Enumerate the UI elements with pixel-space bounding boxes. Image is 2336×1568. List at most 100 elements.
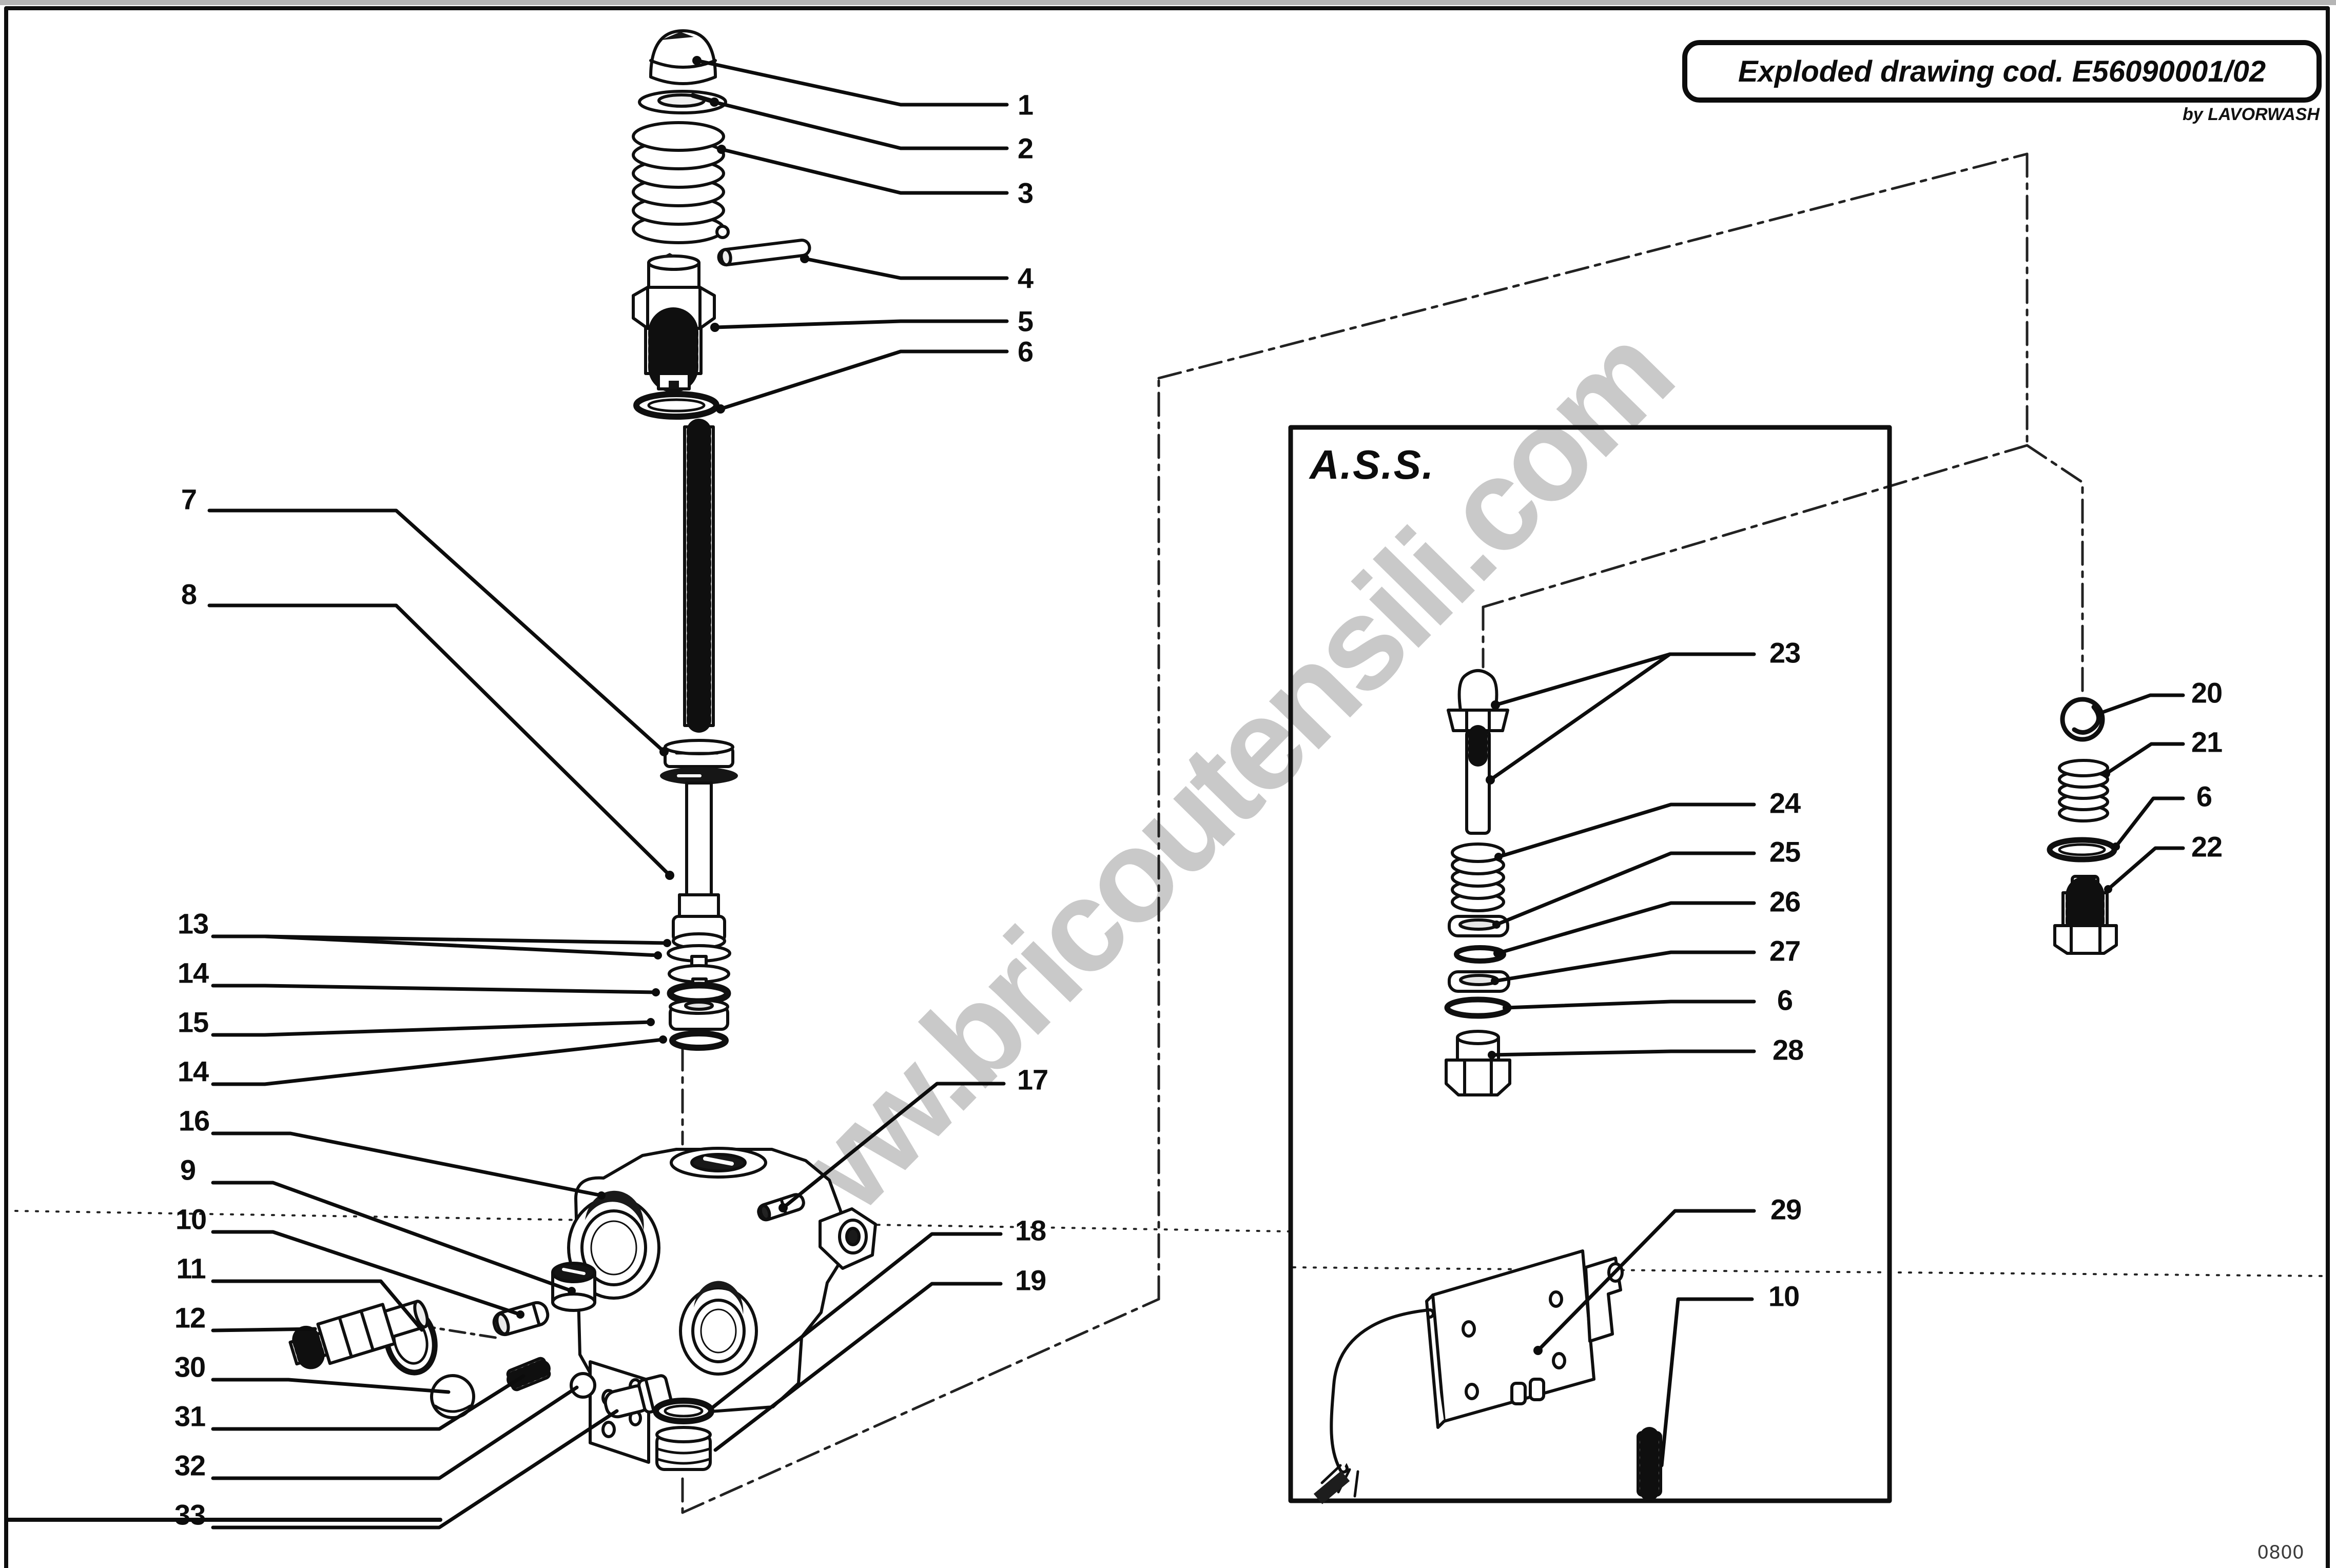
- spring-part-3: [632, 121, 730, 244]
- leader-2: [712, 100, 1009, 150]
- pressure-switch-part-29: [1313, 1249, 1624, 1504]
- callout-2: 2: [1017, 132, 1034, 165]
- cap-plug-part-9: [551, 1262, 596, 1312]
- leader-32: [211, 1385, 579, 1480]
- callout-26: 26: [1769, 885, 1801, 918]
- callout-23: 23: [1769, 636, 1801, 669]
- callout-24: 24: [1769, 787, 1801, 819]
- leader-23b: [1488, 652, 1672, 782]
- o-ring-part-18: [653, 1398, 714, 1424]
- leader-22: [2106, 846, 2185, 891]
- leader-lines: [207, 56, 2185, 1530]
- callout-16: 16: [178, 1104, 210, 1137]
- o-ring-part-6: [633, 391, 719, 420]
- scan-edge-strip: [0, 0, 2336, 5]
- callout-17: 17: [1017, 1063, 1048, 1096]
- leader-14b: [211, 1037, 665, 1086]
- callout-8: 8: [181, 578, 197, 611]
- leader-3: [719, 147, 1009, 195]
- leader-11: [211, 1279, 424, 1332]
- callout-20: 20: [2191, 676, 2223, 709]
- dashdot-to-inset-box: [1482, 444, 2029, 609]
- leader-15: [211, 1020, 653, 1037]
- washer-part-2: [638, 90, 727, 114]
- inset-box-border: [1288, 425, 1892, 1503]
- dashdot-diagonal-top: [1157, 152, 2029, 380]
- o-ring-part-6-inset: [1444, 996, 1512, 1019]
- leader-14a: [211, 984, 658, 994]
- callout-7: 7: [181, 483, 197, 516]
- callout-5: 5: [1017, 305, 1034, 338]
- drawing-title: Exploded drawing cod. E56090001/02: [1738, 54, 2266, 88]
- leader-6b: [1505, 999, 1756, 1010]
- leader-7: [207, 508, 666, 754]
- bypass-plug-part-10: [492, 1301, 550, 1337]
- o-ring-part-6-right: [2047, 837, 2117, 863]
- stud-part-31: [506, 1357, 551, 1391]
- callout-13: 13: [177, 907, 209, 940]
- brand-byline: by LAVORWASH: [2183, 105, 2320, 124]
- callout-32: 32: [174, 1449, 206, 1482]
- bonnet-part-5: [632, 253, 716, 396]
- bolt-part-23: [1447, 669, 1509, 835]
- dashdot-fitting-axis: [387, 1319, 500, 1340]
- washer-part-25: [1448, 915, 1509, 937]
- nut-plug-part-28: [1445, 1030, 1511, 1096]
- callout-6-right: 6: [2196, 780, 2212, 813]
- leader-10: [211, 1230, 522, 1317]
- grooved-ring-part-19: [655, 1426, 712, 1471]
- callout-1: 1: [1017, 88, 1034, 121]
- callout-10: 10: [175, 1203, 207, 1236]
- leader-33: [211, 1409, 619, 1530]
- callout-11: 11: [176, 1252, 206, 1285]
- o-ring-part-26: [1454, 945, 1506, 964]
- callout-21: 21: [2191, 726, 2223, 758]
- leader-1: [695, 58, 1009, 107]
- leader-27: [1493, 950, 1756, 983]
- callout-22: 22: [2191, 830, 2223, 863]
- centerline-dotted-right: [1292, 1266, 2327, 1277]
- leader-4: [803, 257, 1009, 280]
- leader-29: [1536, 1209, 1756, 1353]
- piston-rod-part: [660, 419, 738, 950]
- leader-20: [2098, 693, 2185, 715]
- inset-box-ass: [1288, 425, 1892, 1504]
- title-box: Exploded drawing cod. E56090001/02: [1682, 40, 2322, 103]
- cap-part-1: [649, 29, 717, 85]
- callout-31: 31: [174, 1400, 206, 1433]
- o-ring-part-14-lower: [669, 1030, 729, 1051]
- dashdot-diagonal-lower: [681, 1298, 1160, 1514]
- callout-28: 28: [1772, 1033, 1804, 1066]
- washer-part-15: [669, 998, 729, 1031]
- callout-14-lower: 14: [177, 1055, 209, 1088]
- leader-6c: [2114, 796, 2185, 849]
- spring-part-24: [1451, 842, 1505, 912]
- circlip-part-20: [2060, 697, 2105, 742]
- leader-25: [1494, 851, 1756, 927]
- ball-part-32: [570, 1372, 596, 1399]
- leader-26: [1495, 901, 1756, 955]
- exploded-parts-main: [288, 29, 877, 1471]
- callout-14-upper: 14: [177, 956, 209, 989]
- leader-12: [211, 1327, 317, 1332]
- leader-16: [211, 1131, 604, 1198]
- callout-4: 4: [1017, 262, 1034, 295]
- leader-28: [1490, 1049, 1756, 1057]
- callout-19: 19: [1015, 1264, 1046, 1297]
- leader-23a: [1493, 652, 1756, 707]
- leader-dots: [516, 56, 2120, 1355]
- callout-6: 6: [1017, 335, 1034, 368]
- leader-5: [713, 319, 1009, 329]
- callout-33: 33: [174, 1498, 206, 1531]
- page-code: 0800: [2257, 1542, 2304, 1563]
- leader-17: [781, 1082, 1006, 1210]
- callout-18: 18: [1015, 1214, 1046, 1247]
- pin-part-4: [717, 239, 811, 267]
- callout-29: 29: [1770, 1193, 1802, 1226]
- right-parts-column: [2047, 697, 2118, 955]
- leader-18: [711, 1232, 1003, 1409]
- callout-10-inset: 10: [1768, 1280, 1800, 1312]
- callout-9: 9: [180, 1153, 196, 1186]
